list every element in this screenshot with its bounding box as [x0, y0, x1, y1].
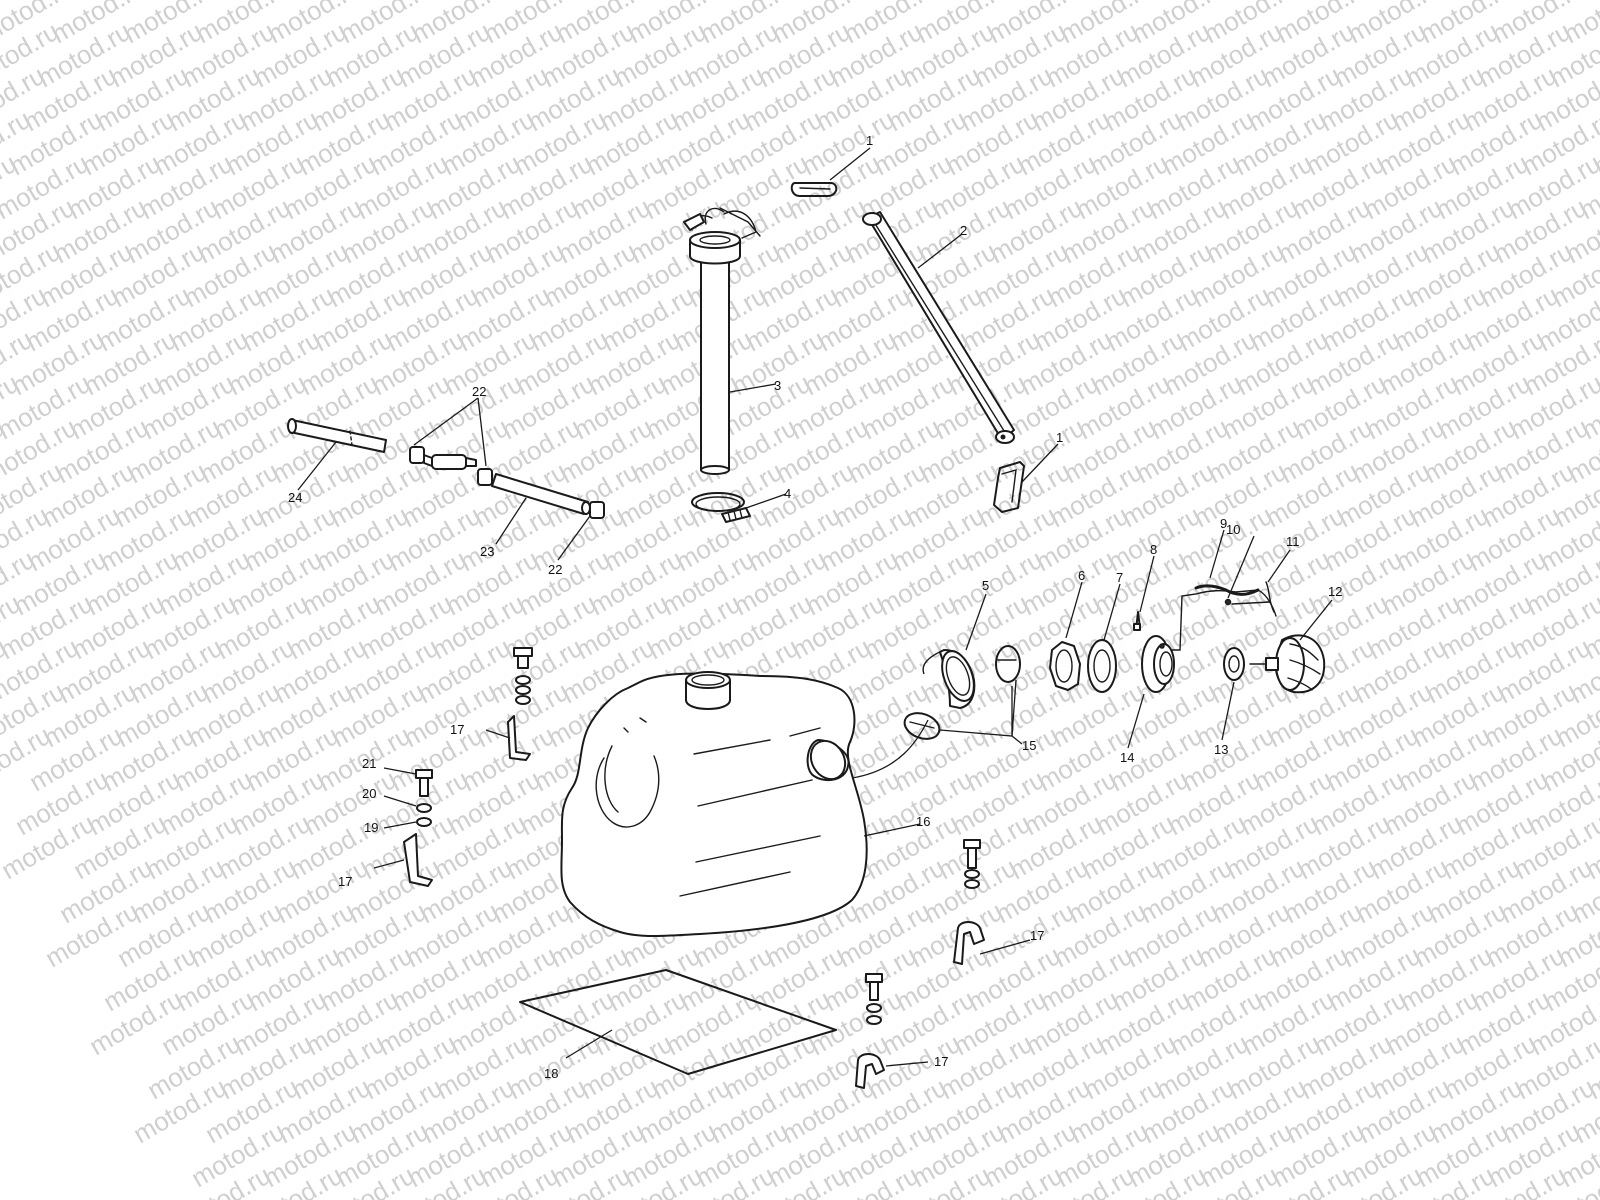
part-9-tether-chain [1171, 581, 1277, 651]
callout-19: 19 [364, 820, 378, 835]
fastener-stack-17d [865, 973, 883, 1025]
callout-3: 3 [774, 378, 781, 393]
part-17-bracket-b [403, 833, 433, 887]
callout-15: 15 [1022, 738, 1036, 753]
callout-17b: 17 [338, 874, 352, 889]
part-14-filler-flange [1141, 635, 1175, 693]
callout-20: 20 [362, 786, 376, 801]
part-2-strap [862, 211, 1015, 444]
part-17-bracket-a [507, 715, 531, 761]
callout-2: 2 [960, 223, 967, 238]
part-6-nut [1049, 641, 1081, 691]
part-17-bracket-d [855, 1053, 885, 1089]
callout-1a: 1 [866, 133, 873, 148]
callout-11: 11 [1286, 534, 1300, 549]
callout-7: 7 [1116, 570, 1123, 585]
part-19-flat-washer [416, 817, 432, 827]
part-11-tether-end [1231, 601, 1271, 605]
part-5-filler-hose [939, 649, 976, 709]
part-23-hose [491, 473, 591, 515]
part-1-clip-upper [790, 182, 838, 197]
part-24-hose [287, 418, 387, 453]
fastener-stack-17a [513, 647, 533, 705]
callout-16: 16 [916, 814, 930, 829]
part-20-lock-washer [416, 803, 432, 813]
part-22-fuel-filter-and-clamps [409, 446, 605, 519]
callout-5: 5 [982, 578, 989, 593]
callout-24: 24 [288, 490, 302, 505]
callout-23: 23 [480, 544, 494, 559]
callout-17c: 17 [1030, 928, 1044, 943]
part-10-rivet [1224, 598, 1232, 606]
part-13-washer [1223, 647, 1245, 681]
part-17-bracket-c [953, 921, 985, 965]
callout-10: 10 [1226, 522, 1240, 537]
callout-14: 14 [1120, 750, 1134, 765]
part-4-hose-clamp [691, 492, 751, 523]
part-3-fuel-sender [683, 207, 761, 475]
callout-8: 8 [1150, 542, 1157, 557]
part-7-gasket [1087, 639, 1117, 693]
callout-17d: 17 [934, 1054, 948, 1069]
fastener-stack-17c [963, 839, 981, 889]
callout-12: 12 [1328, 584, 1342, 599]
callout-labels: 1 2 3 4 1 22 24 23 22 5 6 7 8 9 10 11 12… [288, 133, 1342, 1081]
callout-13: 13 [1214, 742, 1228, 757]
part-12-filler-cap [1249, 634, 1326, 694]
callout-9: 9 [1220, 516, 1227, 531]
part-8-screw [1133, 611, 1141, 631]
callout-17a: 17 [450, 722, 464, 737]
callout-1b: 1 [1056, 430, 1063, 445]
callout-21: 21 [362, 756, 376, 771]
callout-22b: 22 [548, 562, 562, 577]
callout-4: 4 [784, 486, 791, 501]
part-16-fuel-tank [560, 671, 868, 937]
part-18-tank-pad [519, 969, 837, 1075]
watermark-text: motod.ru [1572, 0, 1600, 5]
part-1-clip-lower [993, 461, 1025, 513]
callout-18: 18 [544, 1066, 558, 1081]
callout-22a: 22 [472, 384, 486, 399]
callout-6: 6 [1078, 568, 1085, 583]
leader-lines [297, 147, 1333, 1067]
